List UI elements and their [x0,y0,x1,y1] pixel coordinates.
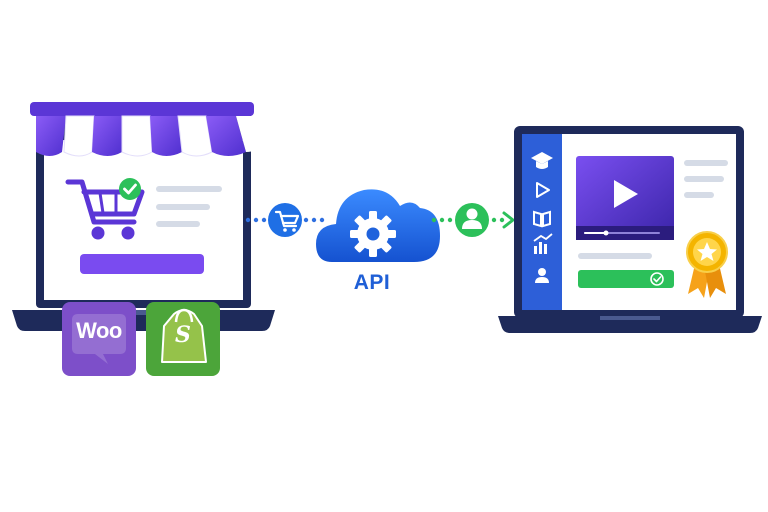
arrow-right-icon [502,211,515,229]
video-player [576,156,674,240]
course-complete-bar [578,270,674,288]
book-icon [533,210,551,228]
check-circle-icon [119,178,141,200]
user-icon [455,203,489,237]
shopping-cart-icon [65,179,145,240]
graduation-cap-icon [531,152,553,169]
learning-sidebar [522,134,562,310]
store-text-lines [156,186,222,227]
connector-store-to-api [245,217,325,223]
profile-icon [535,268,549,283]
shopify-logo [146,302,220,376]
storefront-awning-icon [30,102,254,157]
store-laptop-screen [44,140,243,300]
play-small-icon [536,182,550,198]
award-badge-icon [686,231,728,298]
gear-icon [350,211,396,257]
woocommerce-logo [62,302,136,376]
cart-node-icon [268,203,302,237]
api-label: API [353,271,391,294]
course-text-lines [578,160,728,259]
connector-api-to-learning [431,217,505,223]
play-icon [614,180,638,208]
woocommerce-logo-text: Woo [76,318,122,343]
chart-icon [533,233,553,254]
shopify-logo-glyph: S [175,322,191,348]
store-buy-button [80,254,204,274]
